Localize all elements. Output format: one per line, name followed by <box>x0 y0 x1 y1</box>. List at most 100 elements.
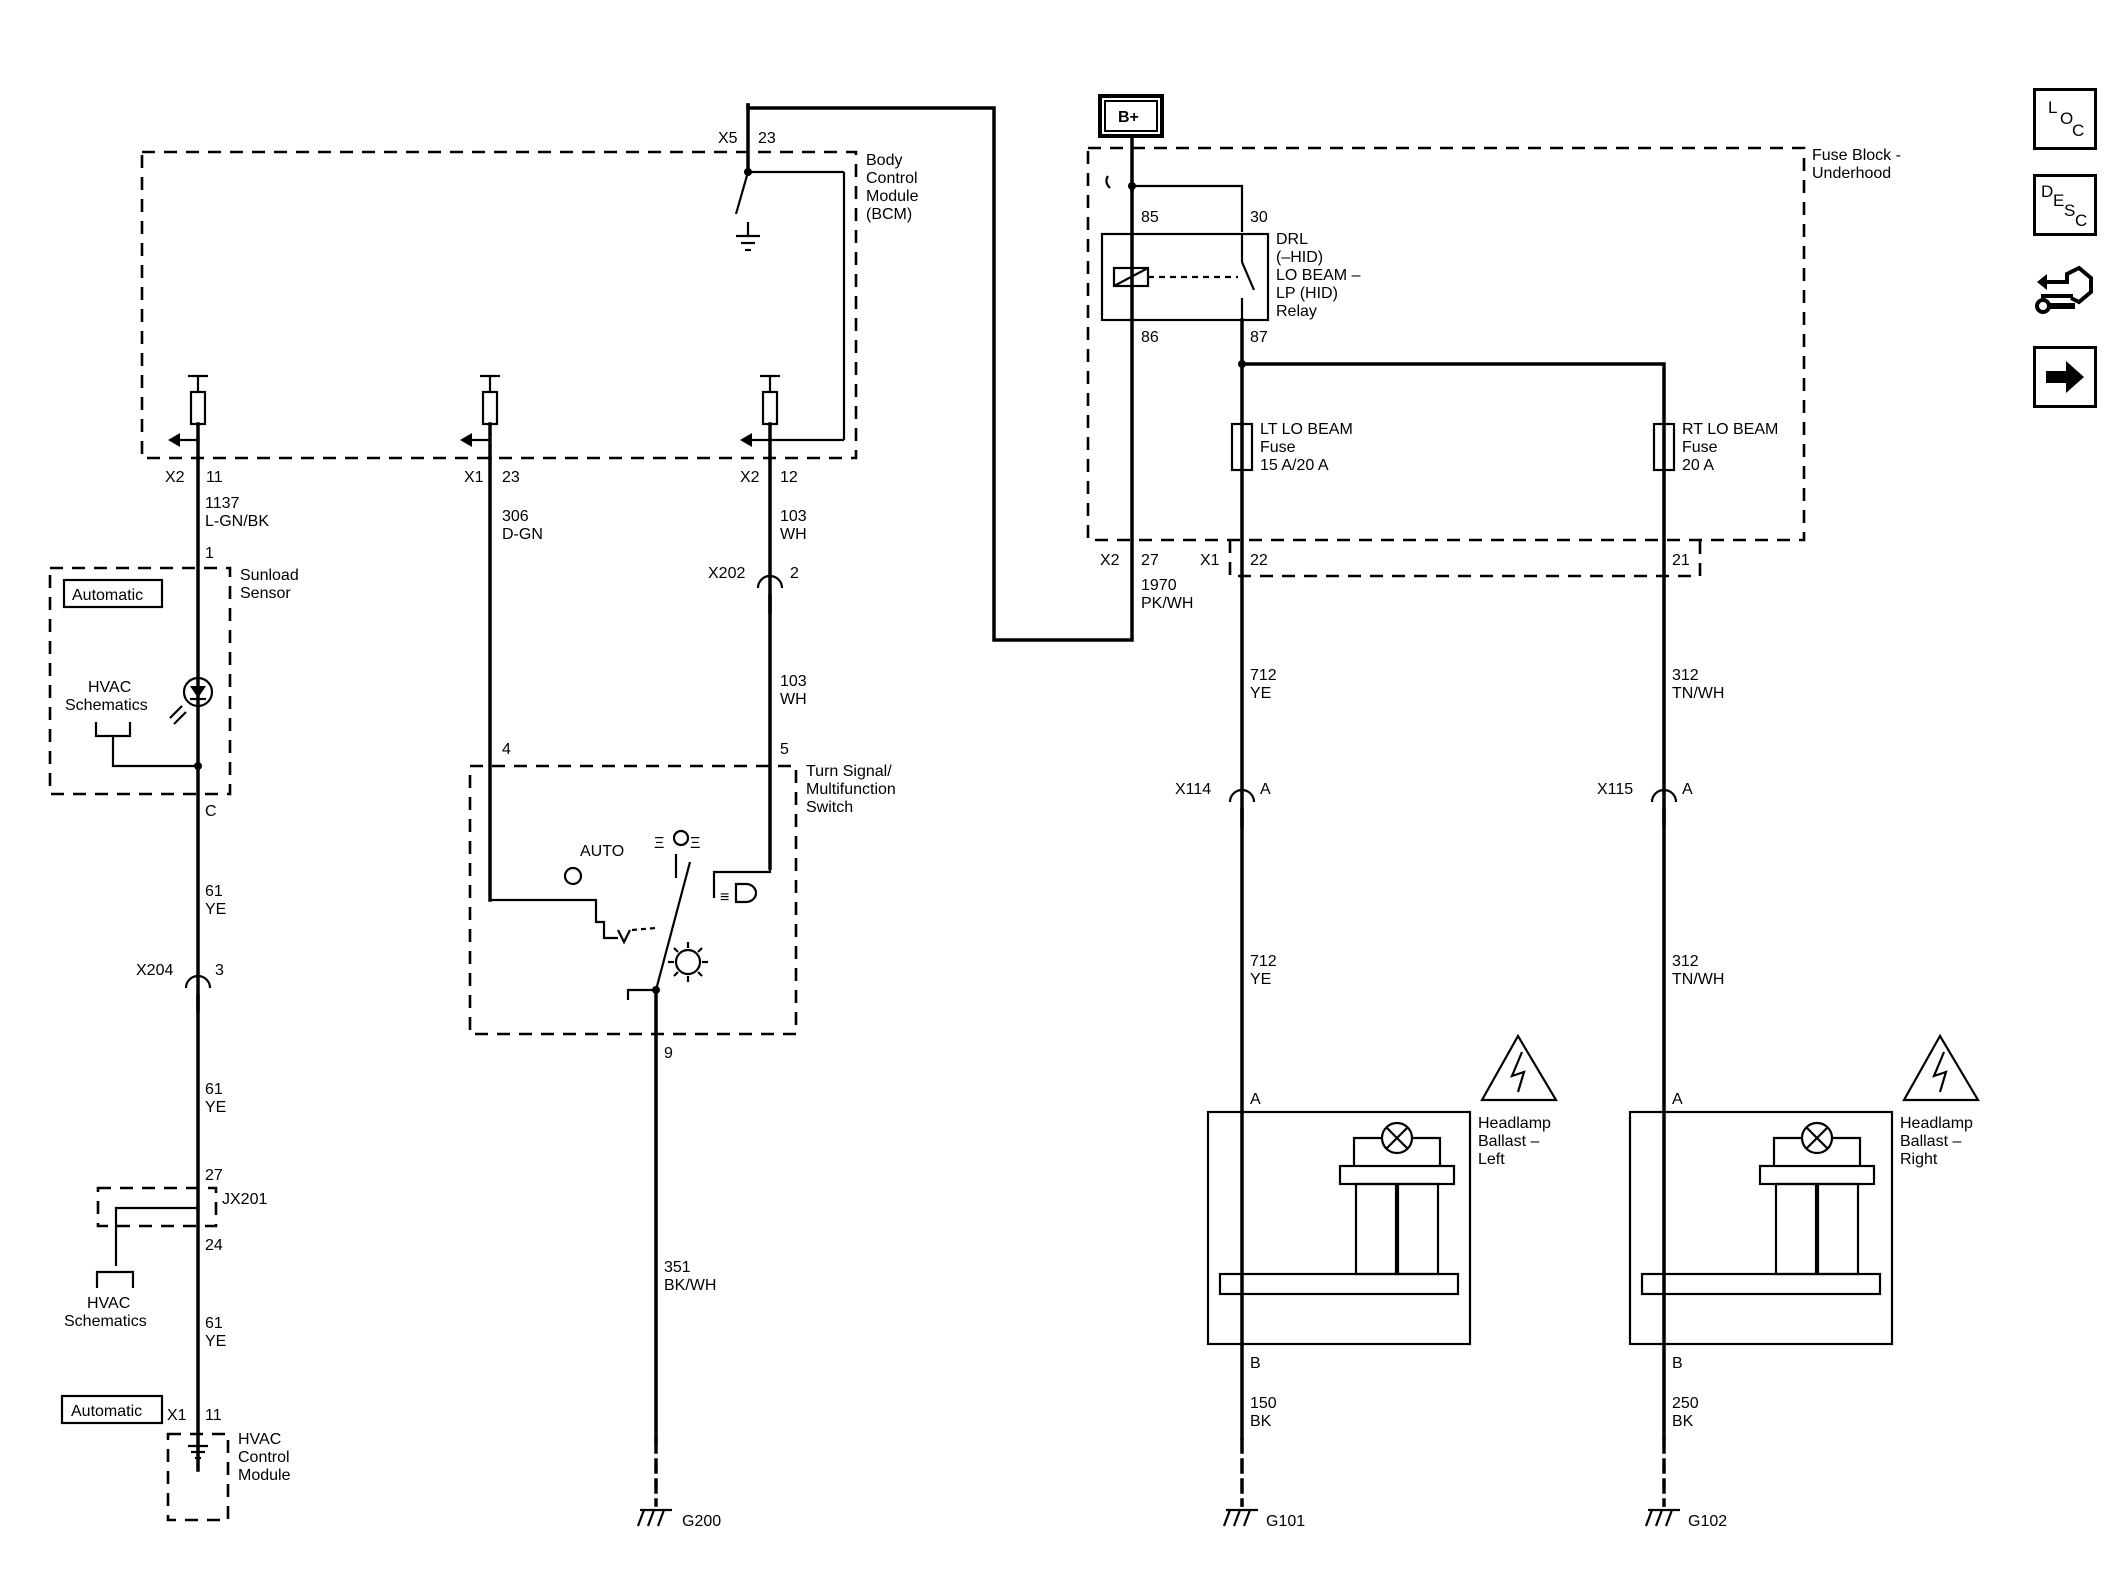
label-wires-w61c: 61 <box>205 1315 223 1332</box>
headlamp-on-icon <box>668 942 708 982</box>
label-switch-auto: AUTO <box>580 843 624 860</box>
label-connectors-jx201_bottom: 24 <box>205 1237 223 1254</box>
loc-button[interactable]: L O C <box>2033 88 2097 150</box>
label-connectors-x204: X204 <box>136 962 173 979</box>
label-wires-w150_color: BK <box>1250 1413 1272 1430</box>
svg-text:S: S <box>2064 201 2075 220</box>
label-ballast_left-pin_b: B <box>1250 1355 1261 1372</box>
label-connectors-x114: X114 <box>1175 781 1211 798</box>
label-connectors-x115: X115 <box>1597 781 1633 798</box>
label-wires-w103a_color: WH <box>780 526 807 543</box>
label-wires-w312a: 312 <box>1672 667 1699 684</box>
label-grounds-g200: G200 <box>682 1513 721 1530</box>
svg-text:O: O <box>2060 109 2073 128</box>
bplus-label: B+ <box>1118 109 1139 126</box>
label-ballast_right-pin_b: B <box>1672 1355 1683 1372</box>
label-sunload-hvac-0: HVAC <box>88 679 131 696</box>
svg-text:E: E <box>2053 191 2064 210</box>
label-sunload-name-1: Sensor <box>240 585 291 602</box>
label-switch-name-1: Multifunction <box>806 781 896 798</box>
label-ballast_left-name-0: Headlamp <box>1478 1115 1551 1132</box>
label-switch-name-2: Switch <box>806 799 853 816</box>
label-connectors-jx201_top: 27 <box>205 1167 223 1184</box>
label-wires-w712a_color: YE <box>1250 685 1271 702</box>
label-fuse_block-relay_name-1: (–HID) <box>1276 249 1323 266</box>
sunload-automatic-label: Automatic <box>72 587 143 604</box>
svg-text:C: C <box>2075 211 2087 230</box>
label-fuse_block-rt_fuse-2: 20 A <box>1682 457 1714 474</box>
label-ballast_right-pin_a: A <box>1672 1091 1683 1108</box>
connector-x115: X115 A <box>1597 781 1693 828</box>
label-wires-w61a: 61 <box>205 883 223 900</box>
ground-g101: G101 <box>1222 1508 1305 1530</box>
label-connectors-x202: X202 <box>708 565 745 582</box>
low-beam-icon: ≡ <box>720 882 758 906</box>
svg-text:L: L <box>2048 98 2057 117</box>
ground-g102: G102 <box>1644 1508 1727 1530</box>
label-wires-w312b_color: TN/WH <box>1672 971 1724 988</box>
label-fuse_block-relay_name-2: LO BEAM – <box>1276 267 1361 284</box>
label-grounds-g102: G102 <box>1688 1513 1727 1530</box>
label-wires-w61b_color: YE <box>205 1099 226 1116</box>
label-fuse_block-rt_fuse-1: Fuse <box>1682 439 1718 456</box>
label-wires-w1970: 1970 <box>1141 577 1177 594</box>
svg-text:Ξ: Ξ <box>690 835 700 852</box>
lamp-bulb-icon <box>1800 1121 1834 1155</box>
bcm-name-3: Module <box>866 188 919 205</box>
ground-g200: G200 <box>636 1508 721 1530</box>
turn-signal-multifunction-switch: 4 5 Turn Signal/ Multifunction Switch AU… <box>468 741 896 1062</box>
bcm-name-2: Control <box>866 170 918 187</box>
label-wires-w312a_color: TN/WH <box>1672 685 1724 702</box>
label-fuse_block-x2_pin: 27 <box>1141 552 1159 569</box>
label-bcm-c2_pin: 23 <box>502 469 520 486</box>
bcm-input-23 <box>460 374 500 460</box>
label-wires-w712b_color: YE <box>1250 971 1271 988</box>
label-switch-name-0: Turn Signal/ <box>806 763 892 780</box>
label-ballast_right-name-2: Right <box>1900 1151 1938 1168</box>
label-wires-w103b: 103 <box>780 673 807 690</box>
label-switch-pin5: 5 <box>780 741 789 758</box>
label-switch-pin9: 9 <box>664 1045 673 1062</box>
label-hvac_module-name-1: Control <box>238 1449 290 1466</box>
label-ballast_left-pin_a: A <box>1250 1091 1261 1108</box>
label-wires-w1137: 1137 <box>205 495 240 512</box>
label-hvac_module-conn: X1 <box>167 1407 187 1424</box>
label-hvac_module-name-0: HVAC <box>238 1431 281 1448</box>
svg-text:C: C <box>2072 121 2084 140</box>
connector-x114: X114 A <box>1175 781 1271 828</box>
label-fuse_block-x2: X2 <box>1100 552 1120 569</box>
next-button[interactable] <box>2033 346 2097 408</box>
label-connectors-jx201: JX201 <box>222 1191 267 1208</box>
body-control-module: Body Control Module (BCM) X5 23 <box>140 103 919 486</box>
connector-repair-button[interactable] <box>2033 258 2097 320</box>
next-arrow-icon <box>2046 361 2084 393</box>
label-fuse_block-lt_fuse-1: Fuse <box>1260 439 1296 456</box>
label-ballast_right-name-1: Ballast – <box>1900 1133 1961 1150</box>
label-fuse_block-rt_fuse-0: RT LO BEAM <box>1682 421 1778 438</box>
bcm-name-1: Body <box>866 152 902 169</box>
drl-lo-beam-relay <box>1100 232 1270 322</box>
bcm-name-4: (BCM) <box>866 206 912 223</box>
label-wires-w712a: 712 <box>1250 667 1277 684</box>
lamp-bulb-icon <box>1380 1121 1414 1155</box>
svg-text:≡: ≡ <box>720 889 729 906</box>
svg-text:Ξ: Ξ <box>654 835 664 852</box>
headlamp-ballast-left: A B Headlamp Ballast – Left <box>1206 1033 1558 1372</box>
bcm-x5-label: X5 <box>718 130 738 147</box>
label-fuse_block-x1: X1 <box>1200 552 1220 569</box>
fuse-block-underhood: B+ Fuse Block - Underhood 85 30 DRL (–HI… <box>1086 94 1901 1507</box>
label-wires-w150: 150 <box>1250 1395 1277 1412</box>
label-fuse_block-pin86: 86 <box>1141 329 1159 346</box>
desc-button[interactable]: D E S C <box>2033 174 2097 236</box>
label-hvac_module-automatic: Automatic <box>71 1403 142 1420</box>
bcm-input-11 <box>168 374 208 460</box>
label-wires-w61b: 61 <box>205 1081 223 1098</box>
label-wires-w103a: 103 <box>780 508 807 525</box>
label-wires-w61a_color: YE <box>205 901 226 918</box>
label-ballast_left-name-2: Left <box>1478 1151 1505 1168</box>
label-bcm-c1_pin: 11 <box>206 469 223 486</box>
label-bcm-c2_conn: X1 <box>464 469 484 486</box>
label-hvac_module-pin: 11 <box>205 1407 222 1424</box>
label-fuse_block-pin30: 30 <box>1250 209 1268 226</box>
